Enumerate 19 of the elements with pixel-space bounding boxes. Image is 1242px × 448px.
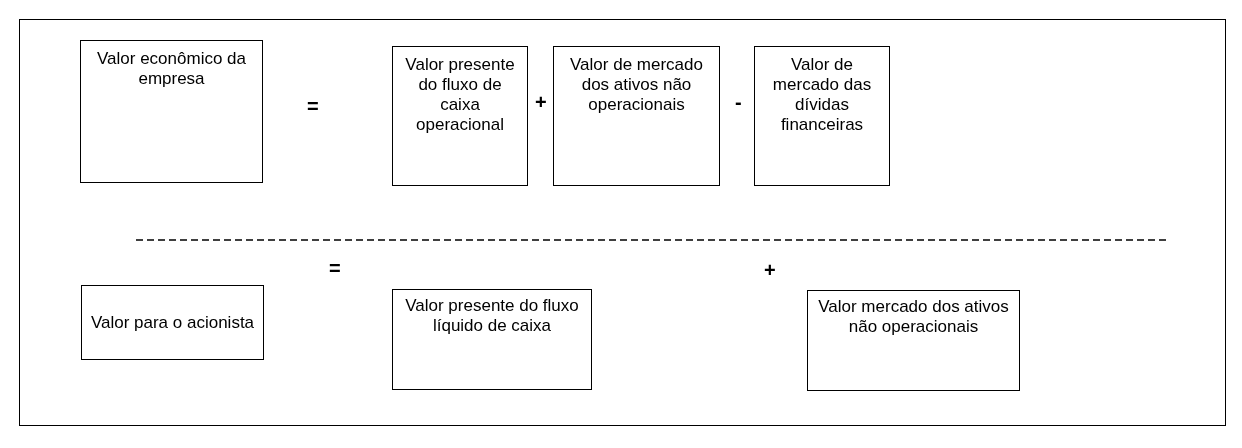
box-text: Valor presente do fluxo líquido de caixa [404,296,580,336]
text-box [754,46,890,186]
box-text: Valor de mercado das dívidas financeiras [771,55,873,135]
box-text: Valor mercado dos ativos não operacionais [817,297,1010,337]
equals-sign: = [329,258,341,278]
text-box [392,46,528,186]
text-box [807,290,1020,391]
box-text: Valor para o acionista [90,312,255,333]
box-text: Valor presente do fluxo de caixa operacional [404,55,516,135]
text-box [81,285,264,360]
text-box [392,289,592,390]
box-text: Valor econômico da empresa [96,49,247,89]
minus-sign: - [735,92,742,112]
text-box [80,40,263,183]
plus-sign: + [764,260,776,280]
plus-sign: + [535,92,547,112]
equals-sign: = [307,96,319,116]
box-text: Valor de mercado dos ativos não operacionais [569,55,704,115]
text-box [553,46,720,186]
